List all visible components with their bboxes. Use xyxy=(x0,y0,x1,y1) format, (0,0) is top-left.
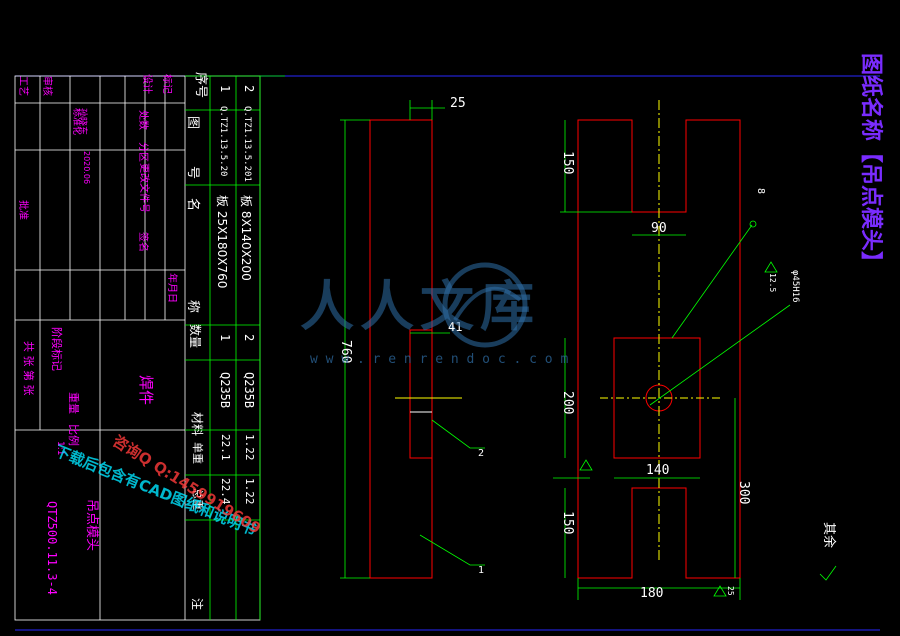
dim-90: 90 xyxy=(651,221,667,236)
parts-header-name: 名 xyxy=(185,198,200,212)
assembly-name: 吊点模头 xyxy=(84,499,99,552)
parts-row1-drawing: Q.TZ1.13.5.20 xyxy=(218,106,228,177)
hole-dim: φ45H16 xyxy=(790,270,800,303)
watermark-url: w w w . r e n r e n d o c . c o m xyxy=(310,352,569,367)
sheet-count: 共 张 第 张 xyxy=(22,341,35,396)
dim-180: 180 xyxy=(640,586,664,601)
parts-row1-name: 板 25X180X760 xyxy=(215,195,229,289)
label-part1-side: 1 xyxy=(478,565,485,576)
part-name: 焊件 xyxy=(137,375,155,406)
parts-row1-weight: 22.1 xyxy=(219,434,232,461)
title-block xyxy=(14,75,261,621)
dim-150-bottom: 150 xyxy=(560,511,575,535)
side-view xyxy=(340,100,485,579)
parts-row1-material: Q235B xyxy=(218,372,232,409)
dim-150-top: 150 xyxy=(560,151,575,175)
parts-row1-qty: 1 xyxy=(218,334,232,342)
parts-header-qty: 数量 xyxy=(188,324,202,349)
roughness-25: 25 xyxy=(726,586,735,596)
sign-label-approve: 批准 xyxy=(17,200,28,220)
sign-label-mark: 标记 xyxy=(161,74,172,94)
dim-25: 25 xyxy=(450,96,466,111)
parts-row2-weight: 1.22 xyxy=(243,434,256,461)
parts-row2-drawing: Q.TZ1.13.5.201 xyxy=(242,106,252,182)
parts-header-drawing: 图 xyxy=(185,116,200,130)
parts-row2-no: 2 xyxy=(242,85,256,93)
dim-300: 300 xyxy=(736,481,751,505)
parts-header-weight: 单重 xyxy=(191,442,204,464)
sign-label-design: 设计 xyxy=(141,74,152,94)
sign-label-changedoc: 更改文件号 xyxy=(138,163,149,213)
dim-200: 200 xyxy=(560,391,575,415)
sign-label-count: 处数 xyxy=(137,110,148,130)
sign-value-designer: 孙晓东 xyxy=(77,108,87,136)
drawing-number: QTZ500.11.3-4 xyxy=(45,501,59,595)
parts-row2-material: Q235B xyxy=(242,372,256,409)
parts-header-note: 注 xyxy=(190,598,204,611)
weld-symbol: 8 xyxy=(755,188,766,195)
parts-row1-no: 1 xyxy=(218,85,232,93)
front-view xyxy=(553,100,837,600)
parts-list xyxy=(185,75,285,620)
dim-41: 41 xyxy=(448,320,463,334)
sign-label-sign: 签名 xyxy=(137,232,148,252)
parts-header-drawing2: 号 xyxy=(185,166,200,180)
drawing-title: 图纸名称【吊点模头】 xyxy=(858,52,883,273)
roughness-12-5: 12.5 xyxy=(768,273,777,293)
parts-list-header-no: 序号 xyxy=(193,72,208,99)
dim-140: 140 xyxy=(646,463,670,478)
weight-label: 重量 xyxy=(67,392,80,414)
stage-mark-label: 阶段标记 xyxy=(50,327,63,371)
watermark-logo xyxy=(442,262,528,348)
parts-header-name2: 称 xyxy=(185,300,200,314)
sign-label-review: 审核 xyxy=(41,76,52,96)
sign-label-date: 年月日 xyxy=(166,273,177,303)
label-part2-side: 2 xyxy=(478,448,485,459)
sign-value-date: 2020.06 xyxy=(82,151,91,185)
parts-row2-qty: 2 xyxy=(242,334,256,342)
parts-row2-name: 板 8X140X200 xyxy=(239,195,253,281)
sign-label-craft: 工艺 xyxy=(17,76,28,96)
rest-roughness-note: 其余 xyxy=(821,522,836,549)
watermark-brand: 人人文库 xyxy=(300,274,540,338)
